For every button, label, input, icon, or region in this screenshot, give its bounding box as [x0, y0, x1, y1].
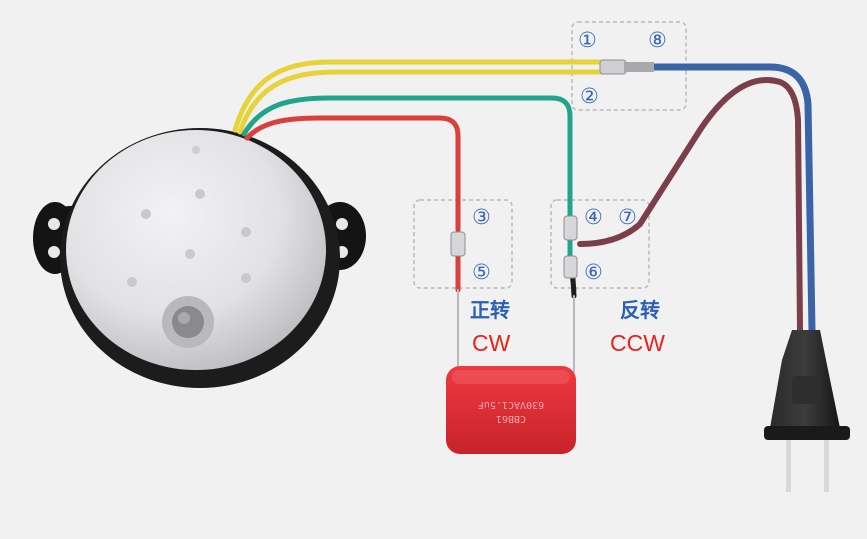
capacitor: CBB61 630VAC1.5uF	[446, 366, 576, 454]
motor	[33, 128, 366, 388]
terminal-5-label: ⑤	[472, 260, 491, 284]
reverse-label-en: CCW	[610, 330, 665, 356]
terminal-2-label: ②	[580, 84, 599, 108]
terminal-4-label: ④	[584, 205, 603, 229]
red-wire	[244, 115, 461, 233]
crimp-connector-top	[599, 59, 627, 75]
wires	[232, 59, 816, 373]
capacitor-marking-2: 630VAC1.5uF	[478, 399, 544, 410]
mount-hole-left-bottom	[48, 246, 60, 258]
terminal-3-label: ③	[472, 205, 491, 229]
blue-power-wire	[646, 63, 816, 334]
capacitor-marking-1: CBB61	[496, 413, 526, 424]
forward-label-en: CW	[472, 330, 511, 356]
motor-face	[66, 130, 326, 370]
green-wire	[241, 95, 577, 293]
crimp-connector-4	[563, 215, 578, 241]
yellow-wire-2	[237, 69, 609, 135]
yellow-wire-1	[232, 59, 609, 133]
power-plug	[764, 330, 850, 492]
mount-hole-left-top	[48, 218, 60, 230]
terminal-box-3-5	[413, 199, 513, 289]
forward-label-zh: 正转	[470, 298, 510, 322]
plug-prong-left	[786, 440, 791, 492]
terminal-8-label: ⑧	[648, 28, 667, 52]
terminal-7-label: ⑦	[618, 205, 637, 229]
terminal-box-4-6-7	[550, 199, 650, 289]
plug-face	[764, 426, 850, 440]
capacitor-body	[446, 366, 576, 454]
crimp-sleeve-top	[624, 62, 654, 72]
mount-hole-right-top	[336, 218, 348, 230]
reverse-label-zh: 反转	[620, 298, 660, 322]
brown-power-wire	[577, 77, 803, 333]
plug-prong-right	[824, 440, 829, 492]
crimp-connector-3-5	[450, 231, 466, 257]
terminal-1-label: ①	[578, 28, 597, 52]
crimp-connector-6	[563, 255, 578, 279]
terminal-6-label: ⑥	[584, 260, 603, 284]
